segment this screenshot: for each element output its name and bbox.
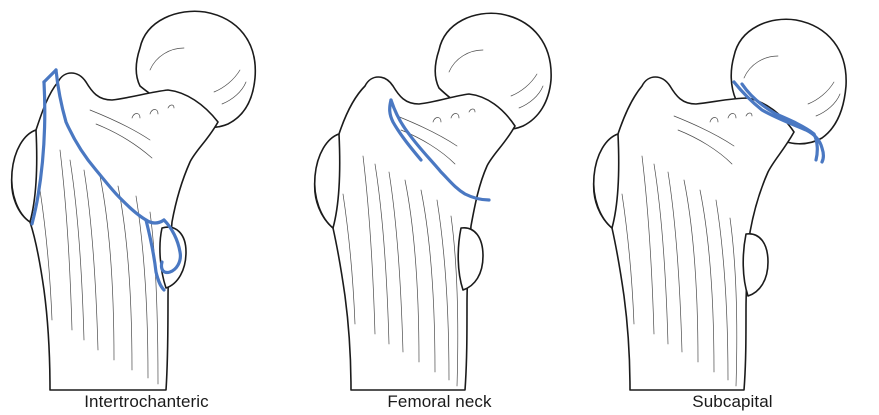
caption-femoral-neck: Femoral neck [293, 392, 586, 412]
caption-subcapital: Subcapital [586, 392, 879, 412]
femur-illustration-intertrochanteric [0, 0, 293, 390]
caption-intertrochanteric: Intertrochanteric [0, 392, 293, 412]
panel-intertrochanteric: Intertrochanteric [0, 0, 293, 415]
femur-illustration-femoral-neck [293, 0, 586, 390]
femur-outline [594, 19, 846, 390]
panel-femoral-neck: Femoral neck [293, 0, 586, 415]
panel-subcapital: Subcapital [586, 0, 879, 415]
fracture-line-top [44, 70, 56, 82]
femur-illustration-subcapital [586, 0, 879, 390]
femur-outline [12, 11, 256, 390]
femur-outline [315, 13, 551, 390]
